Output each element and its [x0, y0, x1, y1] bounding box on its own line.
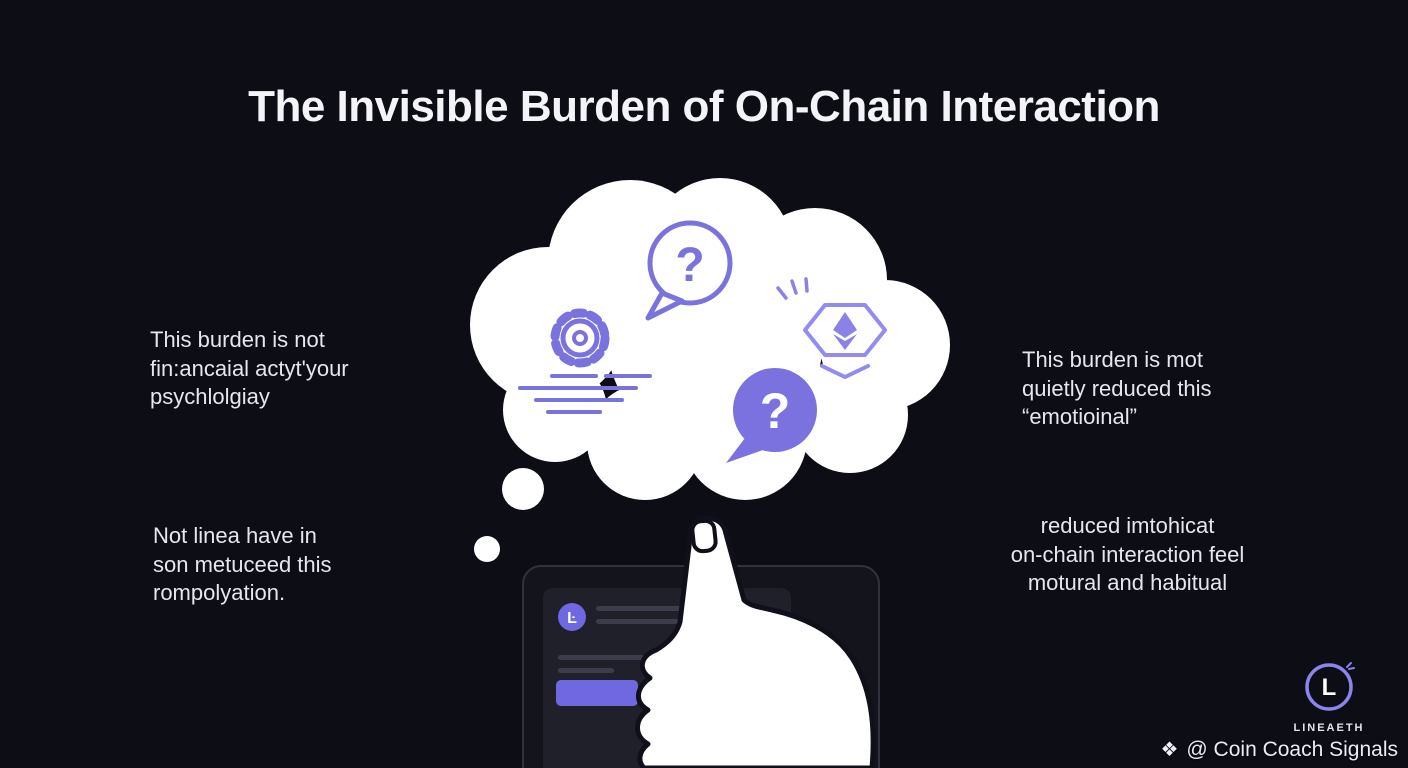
screen-logo-icon: Ŀ: [558, 603, 586, 631]
text-line: rompolyation.: [153, 580, 286, 606]
speech-bubble-question-icon: ?: [645, 220, 733, 321]
text-line: Not linea have in: [153, 523, 317, 548]
svg-text:L: L: [1322, 674, 1337, 701]
text-block-right-bottom: reduced imtohicat on-chain interaction f…: [955, 512, 1300, 598]
text-block-right-top: This burden is mot quietly reduced this …: [1022, 346, 1282, 432]
text-block-left-top: This burden is not fin:ancaial actyt'you…: [150, 326, 410, 412]
sparkle-icon: [776, 277, 809, 300]
linea-logo-icon: L: [1305, 662, 1355, 711]
brand-logo: L LINEAETH: [1284, 659, 1374, 734]
bubble-question-glyph: ?: [760, 383, 791, 439]
text-line: quietly reduced this: [1022, 375, 1212, 401]
svg-text:Ŀ: Ŀ: [567, 610, 577, 627]
linea-logo-label: LINEAETH: [1293, 722, 1365, 734]
text-line: “emotioinal”: [1022, 404, 1137, 430]
speech-question-glyph: ?: [675, 239, 704, 292]
gear-icon: [518, 308, 652, 414]
text-line: on-chain interaction feel: [1010, 541, 1245, 567]
credit-line: ❖ @ Coin Coach Signals: [1160, 737, 1398, 762]
text-block-left-bottom: Not linea have in son metuceed this romp…: [153, 522, 413, 608]
text-line: son metuceed this: [153, 551, 332, 577]
ethereum-hexagon-icon: [803, 303, 887, 380]
thought-trail: [474, 468, 544, 562]
text-line: fin:ancaial actyt'your: [150, 355, 349, 381]
question-bubble-icon: ?: [726, 368, 817, 463]
page-title: The Invisible Burden of On-Chain Interac…: [248, 82, 1160, 131]
credit-text: @ Coin Coach Signals: [1186, 737, 1398, 761]
screen-text-lines: [558, 606, 704, 673]
fingernail: [690, 518, 718, 554]
text-line: motural and habitual: [1027, 570, 1228, 596]
pointing-hand-illustration: [635, 515, 876, 768]
diamond-icon: ❖: [1160, 739, 1179, 761]
screen-cta-button: [556, 680, 638, 706]
text-line: psychlolgiay: [150, 384, 270, 410]
text-line: reduced imtohicat: [1040, 513, 1215, 538]
text-line: This burden is mot: [1022, 347, 1203, 372]
text-line: This burden is not: [150, 327, 325, 352]
